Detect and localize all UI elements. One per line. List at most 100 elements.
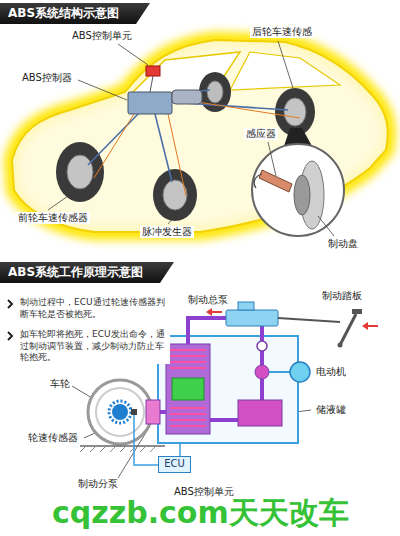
hydraulic-illustration-part (166, 344, 210, 434)
hydraulic-illustration-part (80, 446, 156, 452)
car-illustration-part (128, 92, 172, 114)
car-illustration-part (252, 144, 344, 236)
hydraulic-illustration-part-part (110, 446, 116, 452)
hydraulic-illustration-part-part (170, 361, 206, 363)
hydraulic-illustration-part-part (210, 418, 238, 422)
part-label: 感应器 (244, 128, 278, 140)
hydraulic-illustration-part-part (170, 425, 206, 427)
hydraulic-illustration-part (96, 388, 144, 436)
watermark: cqzzb.com天天改车 (52, 498, 349, 528)
hydraulic-illustration-part (290, 362, 310, 382)
car-illustration-part (94, 98, 300, 196)
part-label: 车轮 (48, 378, 72, 390)
hydraulic-illustration-part-part (130, 446, 136, 452)
hydraulic-illustration-part (88, 380, 152, 444)
hydraulic-illustration-part-part (170, 407, 206, 409)
hydraulic-illustration-part (109, 401, 131, 423)
hydraulic-illustration-part-part (160, 410, 166, 414)
car-illustration-part (146, 66, 160, 76)
hydraulic-illustration-part (362, 322, 368, 330)
part-label: 储液罐 (314, 404, 348, 416)
car-illustration-part (230, 52, 340, 90)
hydraulic-illustration-part-part (150, 446, 156, 452)
car-illustration-part (284, 98, 306, 126)
hydraulic-illustration-part-part (260, 379, 264, 400)
hydraulic-illustration-part (146, 400, 160, 424)
leader-lines-part (48, 196, 68, 210)
hydraulic-illustration-part (238, 400, 282, 426)
part-label: 后轮车速传感 (250, 26, 314, 38)
car-illustration-part (254, 174, 262, 188)
node-text: ABS系统结构示意图 (8, 6, 119, 20)
car-illustration-part-part (88, 112, 140, 165)
hydraulic-illustration-part (170, 350, 206, 426)
hydraulic-illustration-part (131, 409, 137, 415)
leader-lines-part (118, 44, 148, 65)
part-label: ABS控制器 (20, 72, 74, 84)
car-illustration-part-part (94, 114, 134, 178)
hydraulic-illustration-part (255, 365, 269, 379)
part-label: 制动盘 (326, 238, 360, 250)
leader-lines-part (72, 386, 92, 398)
hydraulic-illustration-part (179, 443, 181, 456)
car-illustration-part (207, 81, 223, 103)
node-text: ABS系统工作原理示意图 (8, 265, 143, 279)
part-label: 制动分泵 (76, 478, 120, 490)
leader-lines-part (78, 80, 127, 100)
hydraulic-illustration-part-part (170, 413, 206, 415)
hydraulic-illustration-part (340, 314, 356, 345)
hydraulic-illustration-part (257, 341, 267, 351)
hydraulic-illustration-part-part (170, 367, 206, 369)
car-illustration-part (172, 90, 202, 104)
car-illustration-part (67, 155, 93, 189)
note-text: 如车轮即将抱死，ECU发出命令，通过制动调节装置，减少制动力防止车轮抱死。 (18, 329, 170, 364)
car-illustration-part (150, 76, 153, 92)
part-label: ABS控制单元 (172, 486, 236, 498)
hydraulic-illustration-part (112, 404, 128, 420)
bullet-markers-part (8, 332, 12, 340)
hydraulic-illustration-part-part (170, 355, 206, 357)
hydraulic-illustration-part (269, 371, 290, 373)
section-banner: ABS系统结构示意图 (0, 3, 150, 24)
car-illustration (12, 40, 388, 236)
hydraulic-illustration-part (80, 445, 165, 447)
leader-lines-part (278, 41, 293, 88)
node-text: ECU (164, 458, 185, 470)
hydraulic-illustration-part (238, 302, 254, 310)
leader-lines-part (268, 142, 276, 176)
hydraulic-illustration (80, 302, 378, 465)
hydraulic-illustration-part-part (100, 446, 106, 452)
hydraulic-illustration-part-part (170, 419, 206, 421)
hydraulic-illustration-part (352, 309, 362, 314)
hydraulic-illustration-part (134, 415, 158, 465)
hydraulic-illustration-part-part (90, 446, 96, 452)
car-illustration-part (56, 142, 104, 202)
car-illustration-part (294, 175, 310, 215)
part-label: 电动机 (314, 366, 348, 378)
leader-lines (48, 41, 334, 478)
part-label: ABS控制单元 (70, 30, 134, 42)
part-label: 脉冲发生器 (140, 226, 194, 238)
hydraulic-illustration-part-part (140, 446, 146, 452)
hydraulic-illustration-part (206, 308, 212, 316)
car-illustration-part (153, 169, 197, 221)
section-banner: ABS系统工作原理示意图 (0, 262, 174, 283)
hydraulic-illustration-part (226, 310, 278, 326)
hydraulic-illustration-part (172, 378, 204, 400)
hydraulic-illustration-part-part (170, 349, 206, 351)
bullet-markers-part (8, 300, 12, 308)
leader-lines-part (168, 217, 174, 224)
hydraulic-illustration-part-part (120, 446, 126, 452)
part-label: 轮速传感器 (26, 432, 80, 444)
bullet-markers (8, 300, 12, 340)
car-illustration-part-part (168, 114, 186, 196)
hydraulic-illustration-part (278, 318, 340, 322)
hydraulic-illustration-part-part (188, 318, 226, 344)
leader-lines-part (318, 216, 334, 236)
hydraulic-illustration-part (338, 343, 343, 348)
part-label: 前轮车速传感器 (16, 212, 90, 224)
ecu-box: ECU (158, 456, 191, 473)
hydraulic-illustration-part (158, 336, 298, 443)
car-illustration-part-part (155, 114, 172, 182)
